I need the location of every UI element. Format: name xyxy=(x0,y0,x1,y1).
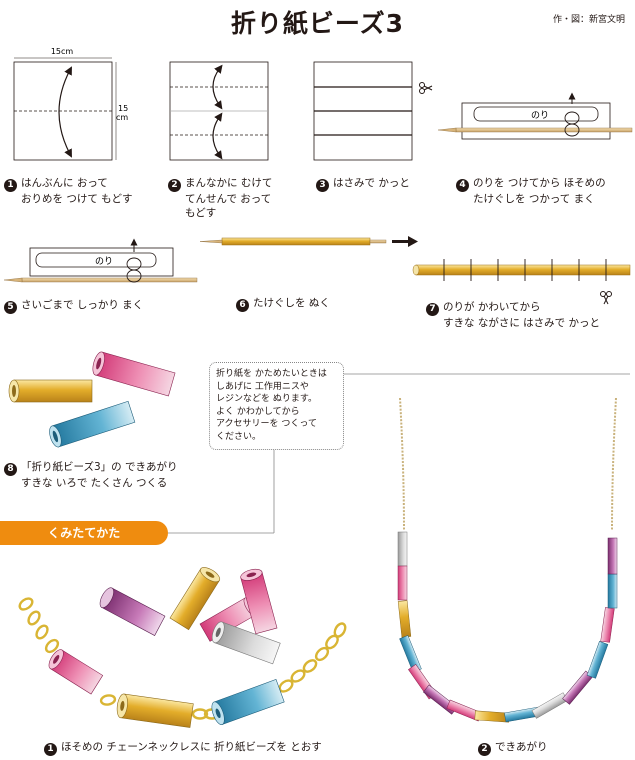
step4-line1: のりを つけてから ほそめの xyxy=(473,177,606,189)
note-line: ください。 xyxy=(216,431,262,442)
step7-caption: 7 のりが かわいてから すきな ながさに はさみで かっと xyxy=(426,300,600,330)
step-number-badge: 1 xyxy=(4,179,17,192)
step-number-badge: 4 xyxy=(456,179,469,192)
step7-line1: のりが かわいてから xyxy=(443,301,541,313)
step-number-badge: 7 xyxy=(426,303,439,316)
step3-illustration xyxy=(313,61,433,161)
author-credit: 作・図：新宮文明 xyxy=(552,15,625,25)
width-label: 15cm xyxy=(51,47,74,56)
scissors-icon xyxy=(419,82,433,94)
step-number-badge: 5 xyxy=(4,301,17,314)
assembly-step1-caption: 1 ほそめの チェーンネックレスに 折り紙ビーズを とおす xyxy=(44,740,322,756)
step3-line1: はさみで かっと xyxy=(333,177,410,189)
step-number-badge: 1 xyxy=(44,743,57,756)
note-line: アクセサリーを つくって xyxy=(216,419,317,429)
note-line: 折り紙を かためたいときは xyxy=(216,369,327,379)
step6-illustration xyxy=(199,236,418,247)
step5-illustration xyxy=(3,238,198,283)
step3-caption: 3 はさみで かっと xyxy=(316,176,410,192)
step4-illustration xyxy=(437,92,633,140)
step8-line2: すきな いろで たくさん つくる xyxy=(21,477,168,489)
step-number-badge: 3 xyxy=(316,179,329,192)
step8-line1: 「折り紙ビーズ3」の できあがり xyxy=(21,461,178,473)
step-number-badge: 6 xyxy=(236,299,249,312)
step1-line1: はんぶんに おって xyxy=(21,177,108,189)
scissors-icon xyxy=(600,291,612,305)
step6-caption: 6 たけぐしを ぬく xyxy=(236,296,330,312)
height-unit-label: cm xyxy=(116,113,128,122)
assembly-step2-text: できあがり xyxy=(495,741,548,753)
step6-line1: たけぐしを ぬく xyxy=(253,297,330,309)
tip-note: 折り紙を かためたいときは しあげに 工作用ニスや レジンなどを ぬります。 よ… xyxy=(209,362,344,450)
section-banner: くみたてかた xyxy=(0,521,168,545)
finished-necklace-illustration xyxy=(397,397,618,723)
glue-label-step4: のり xyxy=(531,110,549,121)
step2-illustration xyxy=(169,61,269,161)
page-title: 折り紙ビーズ3 xyxy=(230,9,405,38)
step4-line2: たけぐしを つかって まく xyxy=(473,193,595,205)
glue-label-step5: のり xyxy=(95,256,113,267)
assembly-step2-caption: 2 できあがり xyxy=(478,740,548,756)
step7-line2: すきな ながさに はさみで かっと xyxy=(443,317,601,329)
step2-line3: もどす xyxy=(185,207,217,219)
step1-line2: おりめを つけて もどす xyxy=(21,193,133,205)
step-number-badge: 8 xyxy=(4,463,17,476)
step2-line1: まんなかに むけて xyxy=(185,177,273,189)
step-number-badge: 2 xyxy=(478,743,491,756)
assembly-step1-text: ほそめの チェーンネックレスに 折り紙ビーズを とおす xyxy=(61,741,322,753)
note-line: よく かわかしてから xyxy=(216,406,300,417)
step2-caption: 2 まんなかに むけて てんせんで おって もどす xyxy=(168,176,272,220)
step4-caption: 4 のりを つけてから ほそめの たけぐしを つかって まく xyxy=(456,176,606,206)
step1-caption: 1 はんぶんに おって おりめを つけて もどす xyxy=(4,176,132,206)
height-label: 15 xyxy=(118,104,128,113)
step5-caption: 5 さいごまで しっかり まく xyxy=(4,298,143,314)
assembly-chain-illustration xyxy=(18,567,347,728)
step8-caption: 8 「折り紙ビーズ3」の できあがり すきな いろで たくさん つくる xyxy=(4,460,178,490)
note-line: しあげに 工作用ニスや xyxy=(216,381,309,392)
step5-line1: さいごまで しっかり まく xyxy=(21,299,144,311)
step1-illustration xyxy=(13,57,117,161)
step-number-badge: 2 xyxy=(168,179,181,192)
note-line: レジンなどを ぬります。 xyxy=(216,394,317,404)
step7-illustration xyxy=(412,259,631,305)
step8-beads-illustration xyxy=(8,351,176,448)
step2-line2: てんせんで おって xyxy=(185,193,272,205)
